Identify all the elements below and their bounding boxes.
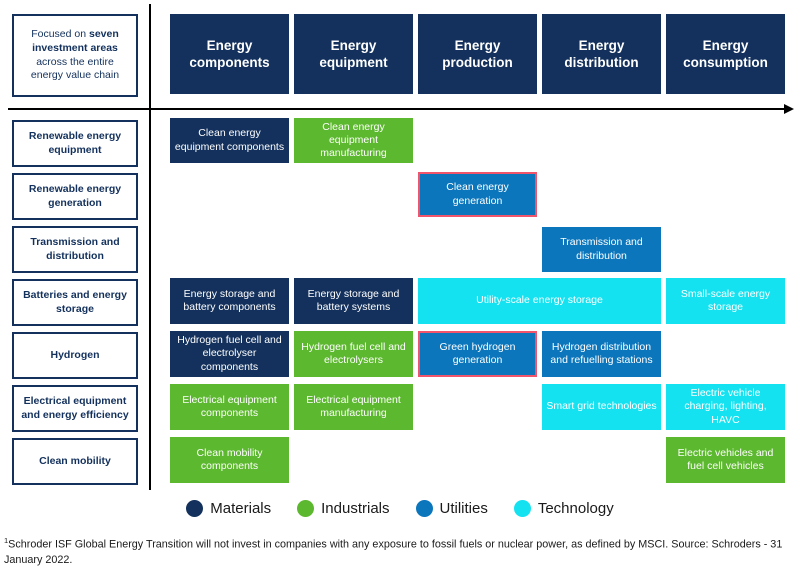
cell-electric-vehicles-and-fuel-cell-vehicles[interactable]: Electric vehicles and fuel cell vehicles — [666, 437, 785, 483]
legend-label-industrials: Industrials — [321, 500, 390, 517]
legend-item-materials: Materials — [186, 500, 271, 517]
cell-label: Clean energy equipment components — [174, 127, 285, 153]
intro-bold-investment-areas: investment areas — [32, 41, 118, 54]
legend-label-utilities: Utilities — [439, 500, 488, 517]
column-header-label: Energy distribution — [564, 37, 639, 70]
cell-label: Electric vehicles and fuel cell vehicles — [677, 446, 774, 472]
sector-legend: Materials Industrials Utilities Technolo… — [0, 500, 800, 517]
legend-label-materials: Materials — [210, 500, 272, 517]
cell-label: Electrical equipment components — [182, 393, 277, 419]
legend-item-industrials: Industrials — [297, 500, 390, 517]
column-header-energy-components: Energy components — [170, 14, 289, 94]
column-header-energy-production: Energy production — [418, 14, 537, 94]
column-header-label: Energy consumption — [683, 37, 768, 70]
intro-pre: Focused on — [31, 27, 89, 40]
cell-label: Hydrogen fuel cell and electrolyser comp… — [177, 334, 282, 373]
value-chain-arrow-head-icon — [784, 104, 794, 114]
column-header-energy-distribution: Energy distribution — [542, 14, 661, 94]
column-header-label: Energy components — [189, 37, 270, 70]
row-label-text: Electrical equipment and energy efficien… — [21, 395, 129, 421]
cell-label: Hydrogen distribution and refuelling sta… — [550, 340, 653, 366]
cell-electrical-equipment-manufacturing[interactable]: Electrical equipment manufacturing — [294, 384, 413, 430]
horizontal-divider-left — [8, 108, 150, 110]
row-label-text: Clean mobility — [39, 454, 111, 467]
cell-label: Clean energy generation — [446, 181, 509, 207]
intro-post: across the entire energy value chain — [30, 55, 120, 82]
value-chain-arrow-line — [151, 108, 787, 110]
legend-dot-technology-icon — [513, 500, 531, 517]
cell-hydrogen-fuel-cell-and-electrolyser-components[interactable]: Hydrogen fuel cell and electrolyser comp… — [170, 331, 289, 377]
cell-hydrogen-fuel-cell-and-electrolysers[interactable]: Hydrogen fuel cell and electrolysers — [294, 331, 413, 377]
row-label-text: Hydrogen — [50, 348, 100, 361]
cell-label: Hydrogen fuel cell and electrolysers — [301, 340, 406, 366]
cell-label: Electrical equipment manufacturing — [306, 393, 401, 419]
cell-clean-energy-equipment-components[interactable]: Clean energy equipment components — [170, 118, 289, 163]
cell-hydrogen-distribution-and-refuelling-stations[interactable]: Hydrogen distribution and refuelling sta… — [542, 331, 661, 377]
row-label-hydrogen: Hydrogen — [12, 332, 138, 379]
intro-callout-text: Focused on seven investment areas across… — [20, 28, 130, 84]
footnote-marker: 1 — [4, 536, 9, 545]
legend-label-technology: Technology — [537, 500, 614, 517]
row-label-text: Renewable energy equipment — [28, 130, 122, 156]
cell-label: Clean energy equipment manufacturing — [320, 120, 387, 160]
legend-item-technology: Technology — [513, 500, 614, 517]
footnote-text: Schroder ISF Global Energy Transition wi… — [4, 538, 783, 566]
column-header-energy-equipment: Energy equipment — [294, 14, 413, 94]
cell-clean-mobility-components[interactable]: Clean mobility components — [170, 437, 289, 483]
row-label-electrical-equipment: Electrical equipment and energy efficien… — [12, 385, 138, 432]
cell-electric-vehicle-charging-lighting-havc[interactable]: Electric vehicle charging, lighting, HAV… — [666, 384, 785, 430]
row-label-text: Transmission and distribution — [30, 236, 120, 262]
intro-callout-box: Focused on seven investment areas across… — [12, 14, 138, 97]
legend-dot-industrials-icon — [297, 500, 315, 517]
cell-label: Energy storage and battery components — [183, 287, 276, 313]
cell-label: Energy storage and battery systems — [307, 287, 400, 313]
row-label-batteries-and-energy-storage: Batteries and energy storage — [12, 279, 138, 326]
cell-label: Clean mobility components — [196, 446, 263, 472]
vertical-axis-divider — [149, 4, 151, 490]
column-header-label: Energy equipment — [319, 37, 388, 70]
cell-label: Small-scale energy storage — [680, 287, 771, 313]
row-label-renewable-energy-equipment: Renewable energy equipment — [12, 120, 138, 167]
row-label-text: Renewable energy generation — [28, 183, 122, 209]
legend-dot-materials-icon — [186, 500, 204, 517]
cell-label: Smart grid technologies — [546, 400, 657, 413]
cell-label: Utility-scale energy storage — [476, 294, 603, 307]
cell-transmission-and-distribution[interactable]: Transmission and distribution — [542, 227, 661, 272]
cell-label: Electric vehicle charging, lighting, HAV… — [684, 387, 767, 426]
legend-item-utilities: Utilities — [415, 500, 488, 517]
intro-bold-seven: seven — [89, 27, 119, 40]
row-label-clean-mobility: Clean mobility — [12, 438, 138, 485]
cell-green-hydrogen-generation[interactable]: Green hydrogen generation — [418, 331, 537, 377]
cell-smart-grid-technologies[interactable]: Smart grid technologies — [542, 384, 661, 430]
cell-electrical-equipment-components[interactable]: Electrical equipment components — [170, 384, 289, 430]
cell-small-scale-energy-storage[interactable]: Small-scale energy storage — [666, 278, 785, 324]
cell-label: Green hydrogen generation — [439, 340, 516, 366]
row-label-text: Batteries and energy storage — [23, 289, 127, 315]
column-header-energy-consumption: Energy consumption — [666, 14, 785, 94]
row-label-transmission-and-distribution: Transmission and distribution — [12, 226, 138, 273]
cell-clean-energy-equipment-manufacturing[interactable]: Clean energy equipment manufacturing — [294, 118, 413, 163]
column-header-label: Energy production — [442, 37, 513, 70]
cell-clean-energy-generation[interactable]: Clean energy generation — [418, 172, 537, 217]
cell-label: Transmission and distribution — [560, 236, 643, 262]
cell-energy-storage-and-battery-systems[interactable]: Energy storage and battery systems — [294, 278, 413, 324]
cell-utility-scale-energy-storage[interactable]: Utility-scale energy storage — [418, 278, 661, 324]
cell-energy-storage-and-battery-components[interactable]: Energy storage and battery components — [170, 278, 289, 324]
legend-dot-utilities-icon — [415, 500, 433, 517]
row-label-renewable-energy-generation: Renewable energy generation — [12, 173, 138, 220]
footnote: 1Schroder ISF Global Energy Transition w… — [4, 536, 794, 568]
